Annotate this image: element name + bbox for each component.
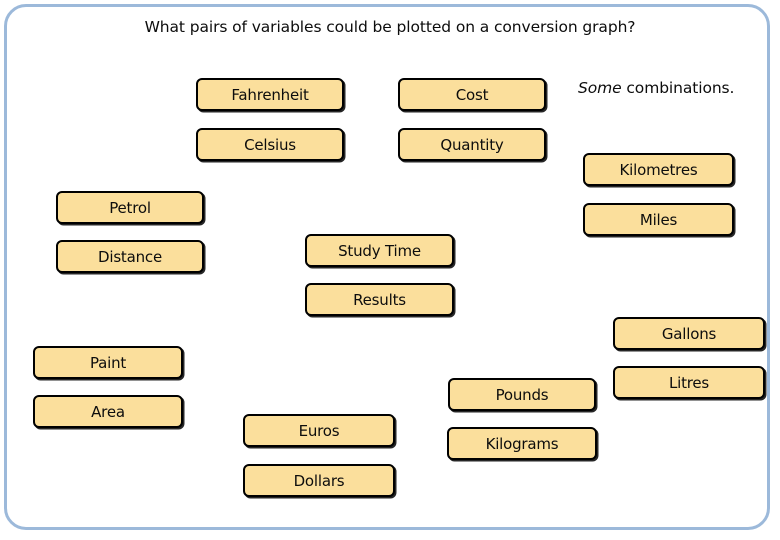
note-emphasis: Some [578,79,622,97]
variable-card[interactable]: Paint [33,346,183,379]
variable-card[interactable]: Celsius [196,128,344,161]
variable-card[interactable]: Pounds [448,378,596,411]
variable-card[interactable]: Study Time [305,234,454,267]
variable-card[interactable]: Area [33,395,183,428]
variable-card[interactable]: Dollars [243,464,395,497]
variable-card[interactable]: Kilometres [583,153,734,186]
variable-card[interactable]: Miles [583,203,734,236]
note-rest: combinations. [621,79,735,97]
variable-card[interactable]: Litres [613,366,765,399]
variable-card[interactable]: Distance [56,240,204,273]
note-some-combinations: Some combinations. [578,79,734,97]
variable-card[interactable]: Quantity [398,128,546,161]
variable-card[interactable]: Kilograms [447,427,597,460]
variable-card[interactable]: Cost [398,78,546,111]
variable-card[interactable]: Results [305,283,454,316]
variable-card[interactable]: Euros [243,414,395,447]
variable-card[interactable]: Petrol [56,191,204,224]
variable-card[interactable]: Gallons [613,317,765,350]
variable-card[interactable]: Fahrenheit [196,78,344,111]
page-title: What pairs of variables could be plotted… [144,18,636,36]
